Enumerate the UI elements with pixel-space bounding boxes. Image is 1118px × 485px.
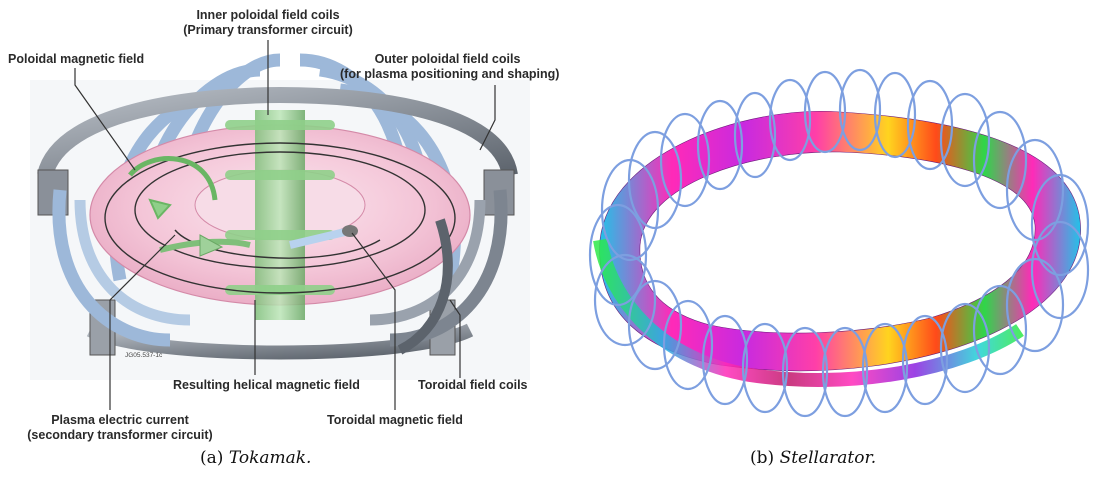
outer-poloidal-coils-title: Outer poloidal field coils (340, 52, 555, 67)
stellarator-plasma-band (600, 111, 1081, 380)
caption-a: (a) Tokamak. (200, 448, 311, 468)
toroidal-field-label: Toroidal magnetic field (327, 413, 463, 428)
inner-poloidal-coils-title: Inner poloidal field coils (178, 8, 358, 23)
helical-field-label: Resulting helical magnetic field (173, 378, 360, 393)
stellarator-panel: (b) Stellarator. (570, 0, 1118, 485)
caption-b-name: Stellarator. (780, 448, 877, 468)
plasma-current-label: Plasma electric current (secondary trans… (20, 413, 220, 443)
stellarator-illustration (570, 0, 1118, 485)
poloidal-field-label: Poloidal magnetic field (8, 52, 144, 67)
plasma-current-subtitle: (secondary transformer circuit) (20, 428, 220, 443)
caption-b-prefix: (b) (750, 448, 774, 468)
inner-poloidal-coils-label: Inner poloidal field coils (Primary tran… (178, 8, 358, 38)
outer-poloidal-coils-subtitle: (for plasma positioning and shaping) (340, 67, 555, 82)
caption-a-name: Tokamak. (229, 448, 312, 468)
figure-code: JG05.537-1c (125, 352, 162, 359)
plasma-current-title: Plasma electric current (20, 413, 220, 428)
caption-a-prefix: (a) (200, 448, 223, 468)
tokamak-panel: Inner poloidal field coils (Primary tran… (0, 0, 560, 485)
outer-poloidal-coils-label: Outer poloidal field coils (for plasma p… (340, 52, 555, 82)
toroidal-coils-label: Toroidal field coils (418, 378, 528, 393)
inner-poloidal-coils-subtitle: (Primary transformer circuit) (178, 23, 358, 38)
caption-b: (b) Stellarator. (750, 448, 876, 468)
